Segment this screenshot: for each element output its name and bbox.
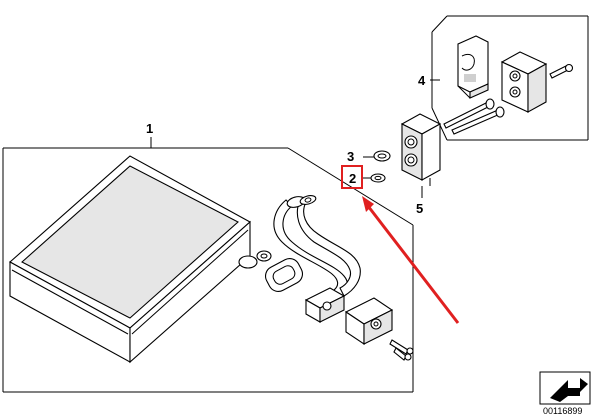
valve-bolts <box>443 98 505 135</box>
evaporator <box>9 155 272 364</box>
highlight-arrow <box>362 196 460 324</box>
callout-3: 3 <box>347 149 354 164</box>
connector-block <box>344 297 394 346</box>
callout-2: 2 <box>349 171 356 186</box>
pipe-assembly <box>273 195 361 323</box>
o-rings <box>370 150 391 183</box>
assembly-frame <box>2 147 414 393</box>
valve-flange <box>500 51 548 113</box>
mounting-bracket <box>457 35 489 99</box>
o-ring-2 <box>370 173 386 183</box>
gasket <box>264 258 304 292</box>
catalog-number: 00116899 <box>543 406 582 416</box>
highlight-box <box>341 165 363 189</box>
flange-screw <box>549 63 574 79</box>
connector-bolts <box>389 339 414 361</box>
valve-group-frame <box>431 15 589 141</box>
expansion-valve <box>400 113 442 186</box>
o-ring-3 <box>373 150 391 162</box>
callout-5: 5 <box>416 201 423 216</box>
callout-1: 1 <box>146 121 153 136</box>
leader-lines <box>150 79 440 198</box>
page-corner-icon <box>539 371 591 405</box>
callout-4: 4 <box>418 73 426 88</box>
